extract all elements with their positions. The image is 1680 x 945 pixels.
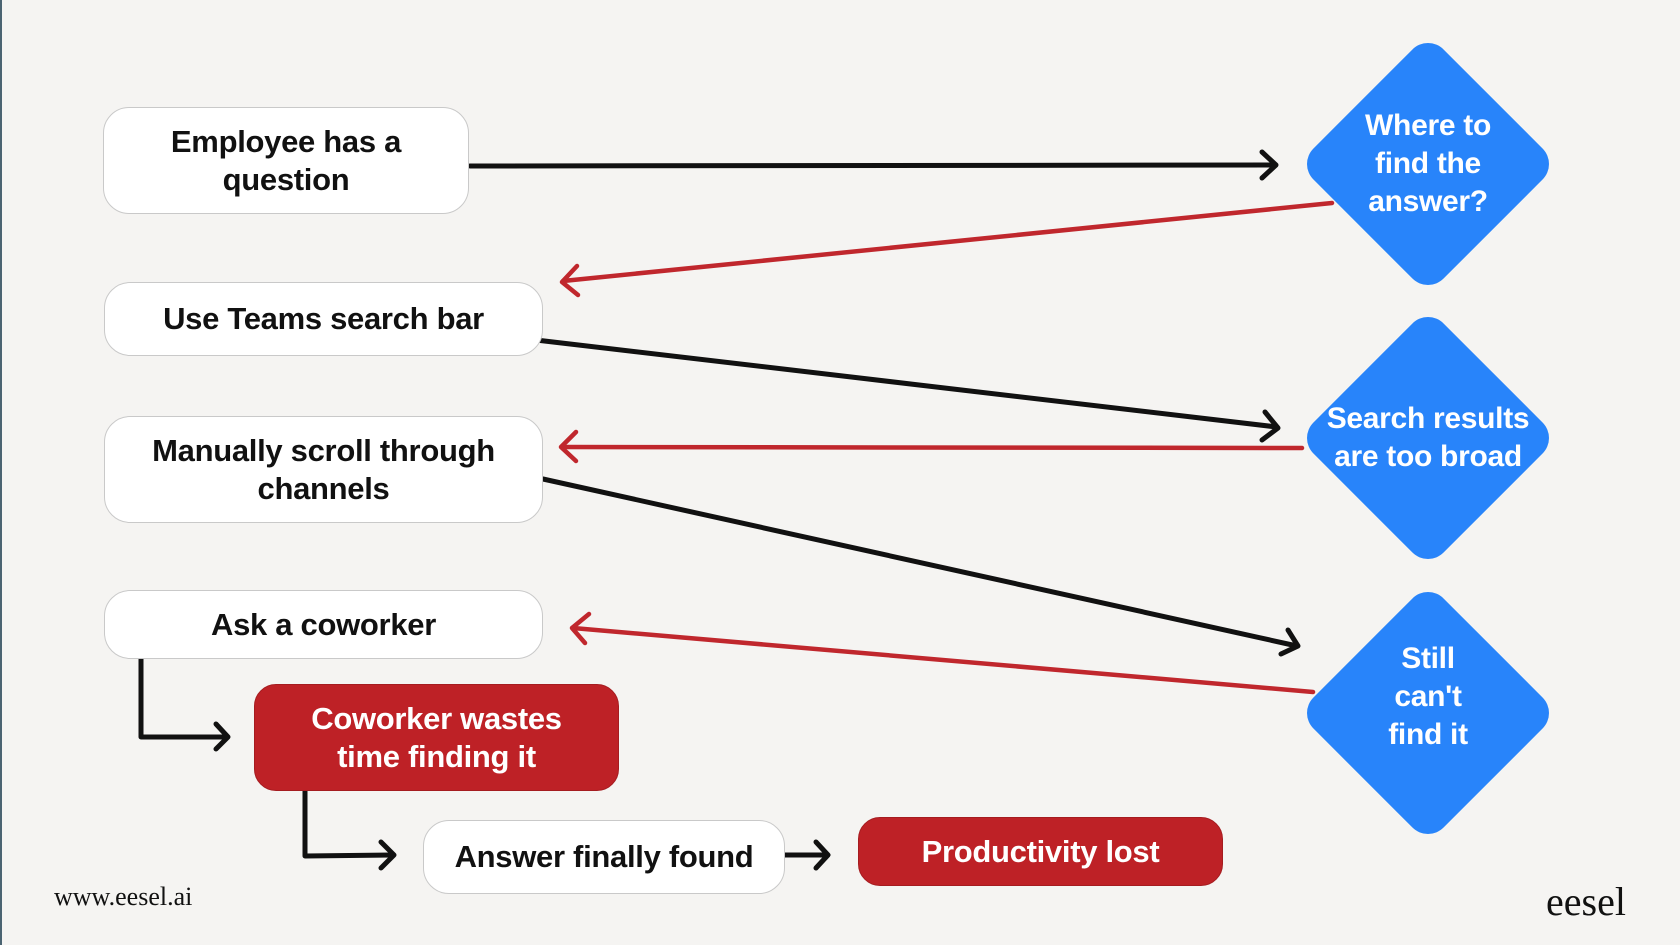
node-label: Productivity lost bbox=[921, 833, 1160, 869]
node-manual-scroll: Manually scroll through channels bbox=[104, 416, 543, 523]
eesel-logo: eesel bbox=[1546, 879, 1626, 924]
arrow-wastes-to-answer-found bbox=[302, 788, 397, 871]
arrow-where-to-teams-search bbox=[559, 200, 1335, 298]
left-border bbox=[0, 0, 2, 945]
node-productivity-lost: Productivity lost bbox=[858, 817, 1223, 886]
node-ask-coworker: Ask a coworker bbox=[104, 590, 543, 659]
arrow-ask-to-coworker-wastes bbox=[138, 656, 231, 752]
diamond-label: Where to find the answer? bbox=[1365, 109, 1491, 218]
diamond-label: Search results are too broad bbox=[1326, 402, 1530, 473]
arrow-broad-to-manual-scroll bbox=[558, 429, 1305, 464]
arrow-still-cant-to-ask-coworker bbox=[569, 611, 1316, 695]
node-label: Employee has a question bbox=[170, 123, 402, 197]
arrow-teams-search-to-broad bbox=[533, 337, 1281, 443]
node-label: Use Teams search bar bbox=[163, 301, 484, 336]
decision-where-to-find: Where to find the answer? bbox=[1297, 33, 1559, 295]
diamond-label: Still can't find it bbox=[1388, 642, 1468, 751]
arrow-manual-scroll-to-still-cant bbox=[540, 476, 1301, 657]
node-coworker-wastes-time: Coworker wastes time finding it bbox=[254, 684, 619, 791]
node-employee-question: Employee has a question bbox=[103, 107, 469, 214]
decision-results-too-broad: Search results are too broad bbox=[1297, 307, 1559, 569]
node-answer-found: Answer finally found bbox=[423, 820, 785, 894]
arrow-question-to-where bbox=[467, 149, 1279, 181]
node-teams-search: Use Teams search bar bbox=[104, 282, 543, 356]
node-label: Answer finally found bbox=[454, 839, 754, 874]
arrow-answer-to-productivity bbox=[782, 839, 831, 871]
footer-url: www.eesel.ai bbox=[54, 882, 193, 911]
node-label: Coworker wastes time finding it bbox=[311, 700, 562, 774]
decision-still-cant-find: Still can't find it bbox=[1297, 582, 1559, 844]
node-label: Manually scroll through channels bbox=[152, 432, 495, 506]
node-label: Ask a coworker bbox=[211, 606, 436, 642]
